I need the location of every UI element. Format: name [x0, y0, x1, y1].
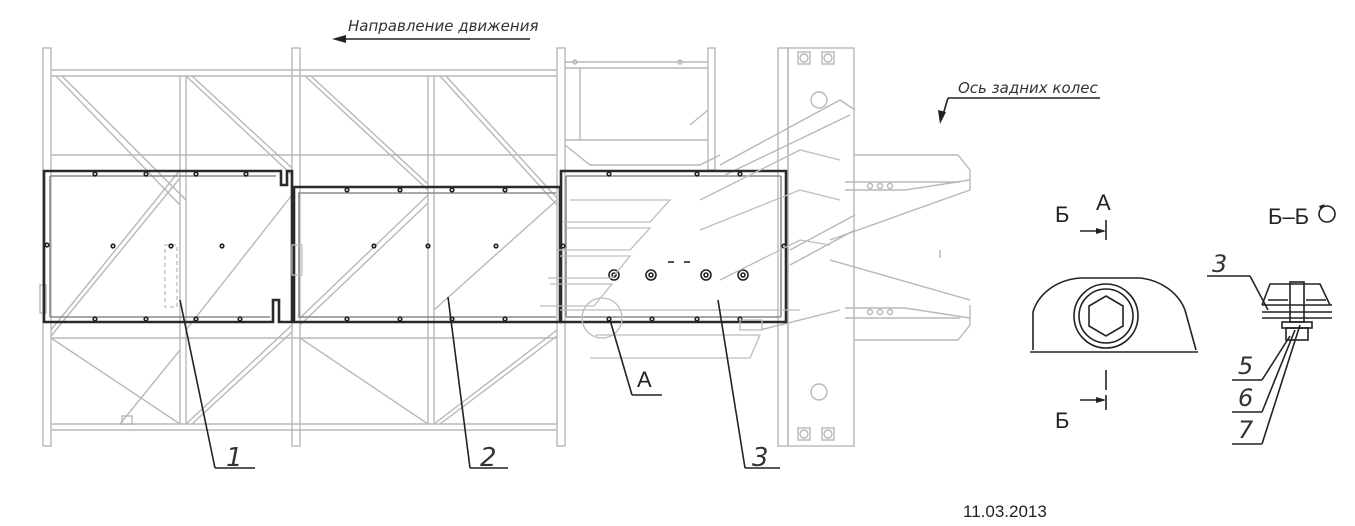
panel-1	[42, 169, 294, 324]
part-label-3: 3	[752, 443, 769, 473]
section-b-top-label: Б	[1055, 202, 1069, 227]
arrow-left-icon	[332, 35, 346, 43]
panel-3	[540, 149, 841, 359]
rear-axle-indicator: Ось задних колес	[938, 79, 1100, 124]
rear-axle-label: Ось задних колес	[958, 79, 1098, 97]
detail-view-a	[1030, 220, 1198, 410]
panel-3-bolts	[608, 261, 749, 281]
detail-label-3: 3	[1212, 250, 1227, 278]
part-label-1: 1	[226, 443, 243, 473]
panel-2	[291, 185, 562, 324]
section-b-bottom-label: Б	[1055, 408, 1069, 433]
arrow-right-icon	[1096, 228, 1106, 234]
drawing-date: 11.03.2013	[963, 502, 1047, 521]
detail-label-6: 6	[1238, 384, 1253, 412]
rear-axle-assembly	[719, 47, 971, 447]
arrow-down-icon	[938, 110, 946, 124]
rotation-icon	[1318, 205, 1336, 223]
detail-label-5: 5	[1238, 352, 1253, 380]
arrow-right-icon	[1096, 397, 1106, 403]
view-a-top-label: А	[1096, 190, 1111, 215]
section-b-b-detail	[1207, 204, 1336, 445]
leader-lines	[179, 296, 780, 469]
detail-label-7: 7	[1238, 416, 1254, 444]
direction-indicator: Направление движения	[332, 17, 538, 43]
chassis-frame	[39, 47, 721, 447]
section-title: Б–Б	[1268, 204, 1309, 229]
view-a-label: А	[637, 367, 652, 392]
part-label-2: 2	[480, 443, 497, 473]
direction-label: Направление движения	[348, 17, 538, 35]
